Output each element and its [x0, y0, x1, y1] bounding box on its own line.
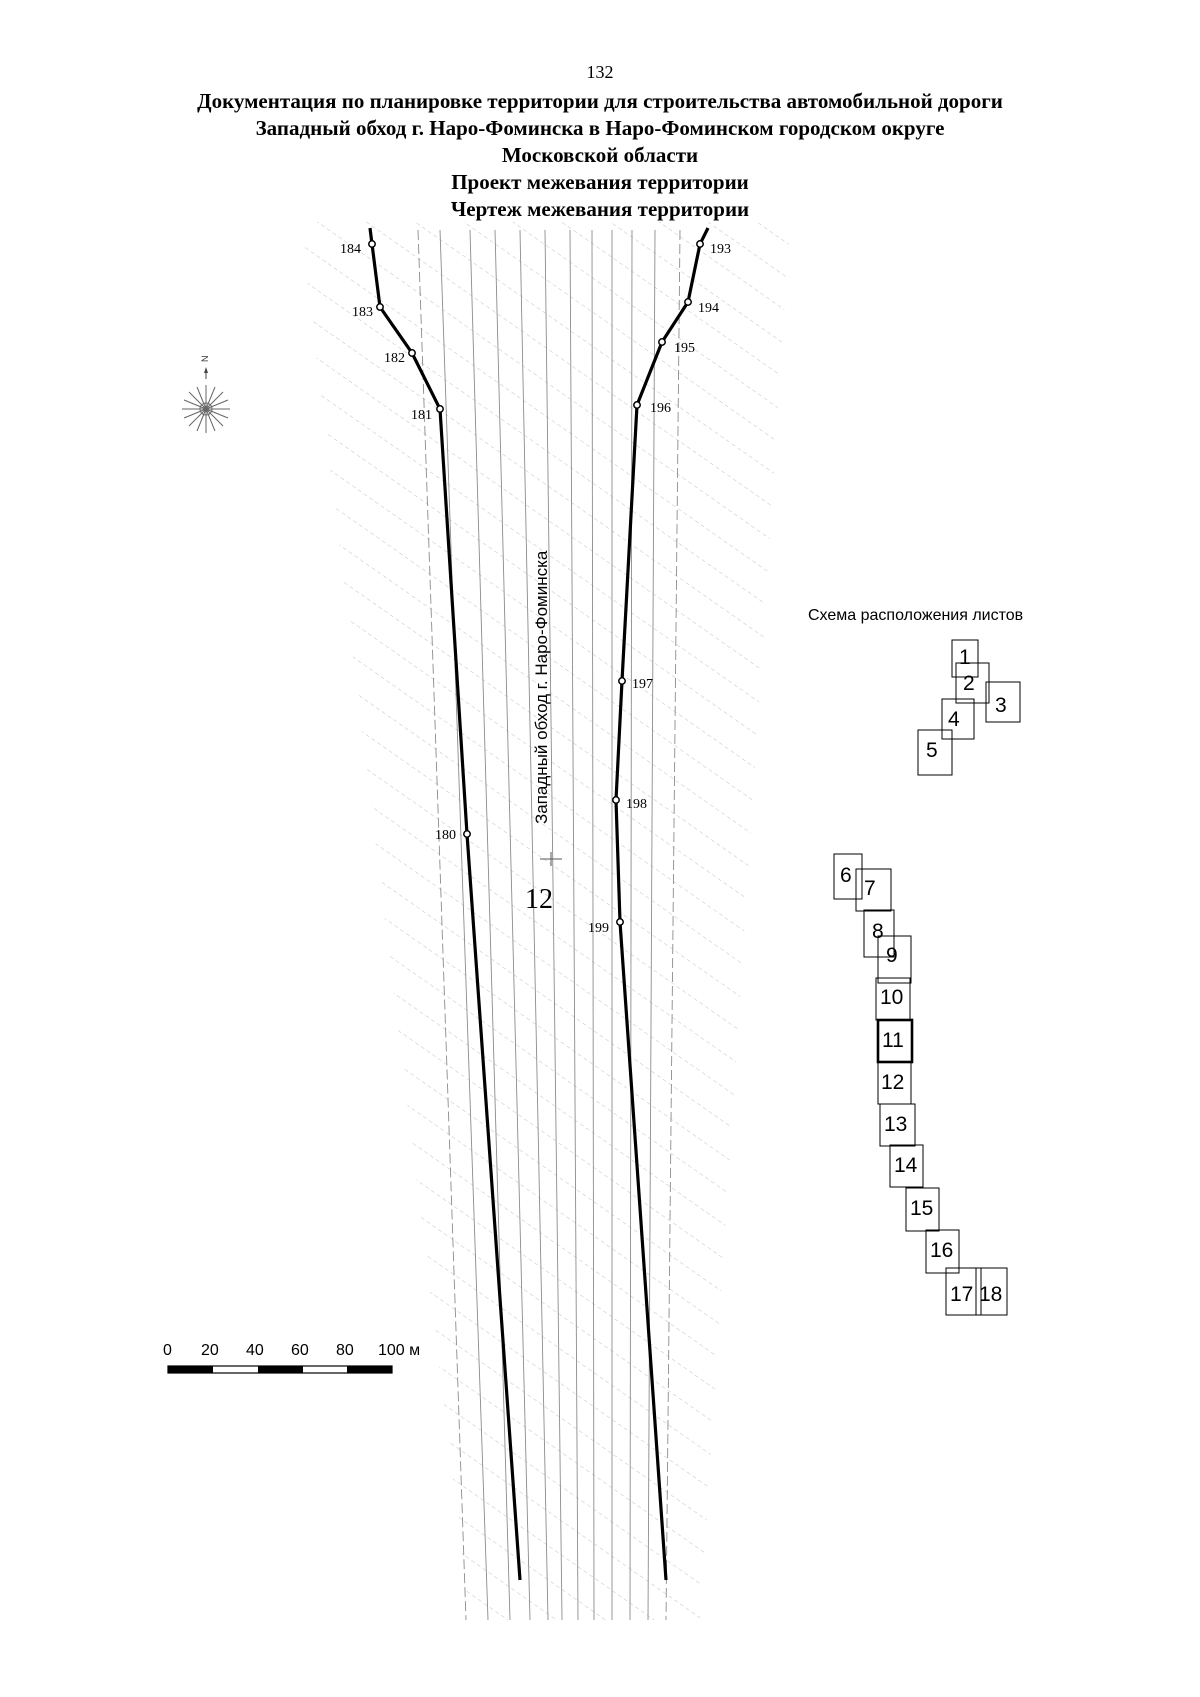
sheet-box-17 — [945, 1267, 982, 1316]
scale-label-60: 60 — [291, 1342, 309, 1359]
sheet-box-8 — [863, 909, 895, 958]
sheet-label-4: 4 — [948, 708, 960, 731]
point-label-196: 196 — [650, 401, 671, 416]
sheet-box-6 — [833, 853, 863, 900]
scale-bar: 0 20 40 60 80 100 м — [163, 1342, 420, 1374]
point-label-182: 182 — [384, 351, 405, 366]
sheet-label-11: 11 — [882, 1029, 904, 1052]
point-label-180: 180 — [435, 828, 456, 843]
title-line-4: Проект межевания территории — [451, 170, 749, 194]
sheet-label-9: 9 — [886, 944, 898, 967]
document-title: Документация по планировке территории дл… — [0, 88, 1200, 223]
sheet-label-1: 1 — [959, 646, 971, 669]
sheet-box-13 — [879, 1103, 916, 1147]
sheet-label-15: 15 — [910, 1197, 933, 1220]
sheet-box-7 — [855, 868, 892, 912]
hatched-territory — [300, 222, 790, 1620]
sheet-label-14: 14 — [894, 1154, 918, 1177]
sheet-box-16 — [925, 1229, 960, 1274]
point-label-183: 183 — [352, 305, 373, 320]
sheet-label-12: 12 — [881, 1071, 904, 1094]
sheet-box-3 — [985, 681, 1021, 723]
title-line-5: Чертеж межевания территории — [450, 197, 750, 221]
north-label: N — [200, 356, 210, 363]
title-line-3: Московской области — [501, 143, 699, 167]
point-label-194: 194 — [698, 301, 719, 316]
sheet-number: 12 — [525, 884, 553, 915]
point-label-195: 195 — [674, 341, 695, 356]
road-lines — [417, 229, 681, 1621]
sheet-box-9 — [877, 935, 912, 984]
sheet-label-5: 5 — [926, 739, 938, 762]
compass-rose-icon — [182, 367, 230, 433]
road-name-label: Западный обход г. Наро-Фоминска — [532, 550, 551, 824]
point-label-198: 198 — [626, 797, 647, 812]
sheet-label-18: 18 — [979, 1283, 1002, 1306]
scale-label-0: 0 — [163, 1342, 172, 1359]
sheet-box-5 — [917, 729, 953, 776]
sheet-box-14 — [889, 1144, 924, 1188]
sheet-box-2 — [955, 662, 990, 704]
scale-label-20: 20 — [201, 1342, 219, 1359]
sheet-label-13: 13 — [884, 1113, 907, 1136]
sheet-box-4 — [941, 698, 975, 740]
point-label-193: 193 — [710, 242, 731, 257]
sheet-label-3: 3 — [995, 694, 1007, 717]
sheet-label-2: 2 — [963, 672, 975, 695]
point-label-181: 181 — [411, 408, 432, 423]
sheet-label-7: 7 — [864, 877, 876, 900]
sheet-label-16: 16 — [930, 1239, 953, 1262]
sheet-label-10: 10 — [880, 986, 903, 1009]
sheet-scheme-title: Схема расположения листов — [808, 607, 1024, 624]
scale-label-80: 80 — [336, 1342, 354, 1359]
title-line-1: Документация по планировке территории дл… — [197, 89, 1003, 113]
point-label-199: 199 — [588, 921, 609, 936]
title-line-2: Западный обход г. Наро-Фоминска в Наро-Ф… — [255, 116, 945, 140]
point-label-184: 184 — [340, 242, 361, 257]
sheet-box-15 — [905, 1187, 940, 1232]
sheet-center-mark — [540, 852, 562, 866]
sheet-label-17: 17 — [950, 1283, 973, 1306]
boundary-point-markers — [368, 240, 704, 926]
page-number: 132 — [586, 62, 614, 82]
sheet-scheme — [833, 639, 1021, 1316]
scale-label-40: 40 — [246, 1342, 264, 1359]
sheet-box-1 — [951, 639, 979, 678]
sheet-label-6: 6 — [840, 864, 852, 887]
point-label-197: 197 — [632, 677, 653, 692]
scale-label-100m: 100 м — [378, 1342, 420, 1359]
sheet-box-18 — [975, 1267, 1008, 1316]
sheet-label-8: 8 — [872, 920, 884, 943]
